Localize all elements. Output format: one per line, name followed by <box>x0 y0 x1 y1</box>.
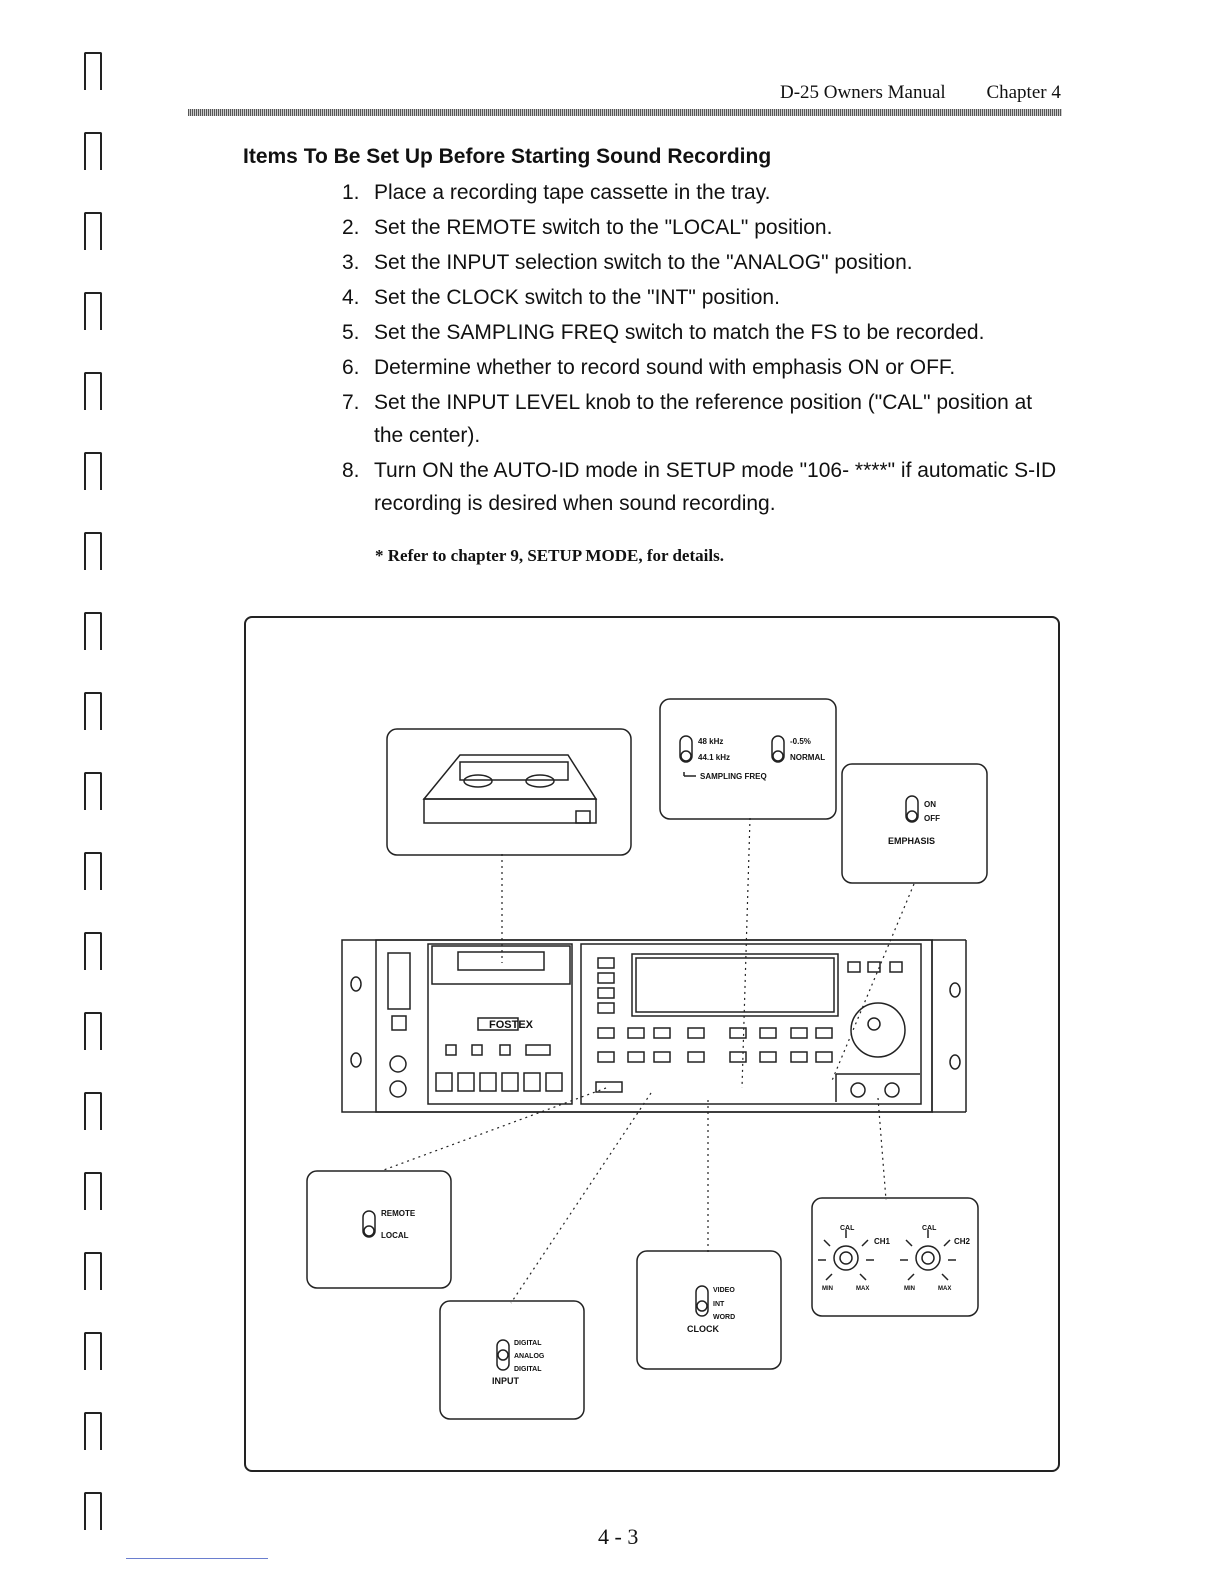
page-number: 4 - 3 <box>598 1524 639 1549</box>
input-digital-label: DIGITAL <box>514 1340 542 1347</box>
chapter-label: Chapter 4 <box>986 82 1061 103</box>
ch1-label: CH1 <box>874 1237 891 1246</box>
ch2-max-label: MAX <box>938 1286 951 1292</box>
list-item: 6.Determine whether to record sound with… <box>342 356 956 379</box>
clock-word-label: WORD <box>713 1314 735 1321</box>
input-analog-label: ANALOG <box>514 1353 545 1360</box>
remote-label: REMOTE <box>381 1209 416 1218</box>
ch1-min-label: MIN <box>822 1286 833 1292</box>
sf-48k-label: 48 kHz <box>698 737 723 746</box>
clock-video-label: VIDEO <box>713 1287 735 1294</box>
footer-line <box>126 1558 268 1559</box>
input-label: INPUT <box>492 1376 520 1386</box>
list-item: 5.Set the SAMPLING FREQ switch to match … <box>342 321 985 344</box>
clock-label: CLOCK <box>687 1324 719 1334</box>
front-panel-diagram: FOSTEX 48 kHz 44.1 kHz -0.5% NORMAL SAMP… <box>306 698 988 1420</box>
header-rule <box>188 109 1062 116</box>
manual-title: D-25 Owners Manual <box>780 82 946 103</box>
binder-rings <box>84 52 102 1572</box>
ch2-min-label: MIN <box>904 1286 915 1292</box>
ch2-label: CH2 <box>954 1237 971 1246</box>
emphasis-on-label: ON <box>924 800 936 809</box>
brand-logo: FOSTEX <box>489 1019 534 1031</box>
list-item: 4.Set the CLOCK switch to the "INT" posi… <box>342 286 780 309</box>
list-item: 3.Set the INPUT selection switch to the … <box>342 251 913 274</box>
emphasis-off-label: OFF <box>924 814 940 823</box>
list-item: 2.Set the REMOTE switch to the "LOCAL" p… <box>342 216 833 239</box>
ch1-cal-label: CAL <box>840 1225 855 1232</box>
front-panel-figure: FOSTEX 48 kHz 44.1 kHz -0.5% NORMAL SAMP… <box>244 616 1060 1472</box>
ch1-max-label: MAX <box>856 1286 869 1292</box>
steps-list: 1.Place a recording tape cassette in the… <box>342 176 1062 522</box>
emphasis-label: EMPHASIS <box>888 836 935 846</box>
sf-pull-label: -0.5% <box>790 737 811 746</box>
section-title: Items To Be Set Up Before Starting Sound… <box>243 145 772 168</box>
local-label: LOCAL <box>381 1231 409 1240</box>
input-digital2-label: DIGITAL <box>514 1366 542 1373</box>
page-header: D-25 Owners Manual Chapter 4 <box>780 82 1061 104</box>
sf-normal-label: NORMAL <box>790 753 825 762</box>
reference-note: * Refer to chapter 9, SETUP MODE, for de… <box>375 546 724 565</box>
list-item: 1.Place a recording tape cassette in the… <box>342 181 771 204</box>
sf-441k-label: 44.1 kHz <box>698 753 730 762</box>
list-item: 8.Turn ON the AUTO-ID mode in SETUP mode… <box>342 459 1057 515</box>
sampling-freq-label: SAMPLING FREQ <box>700 772 767 781</box>
list-item: 7.Set the INPUT LEVEL knob to the refere… <box>342 391 1033 447</box>
ch2-cal-label: CAL <box>922 1225 937 1232</box>
clock-int-label: INT <box>713 1301 725 1308</box>
